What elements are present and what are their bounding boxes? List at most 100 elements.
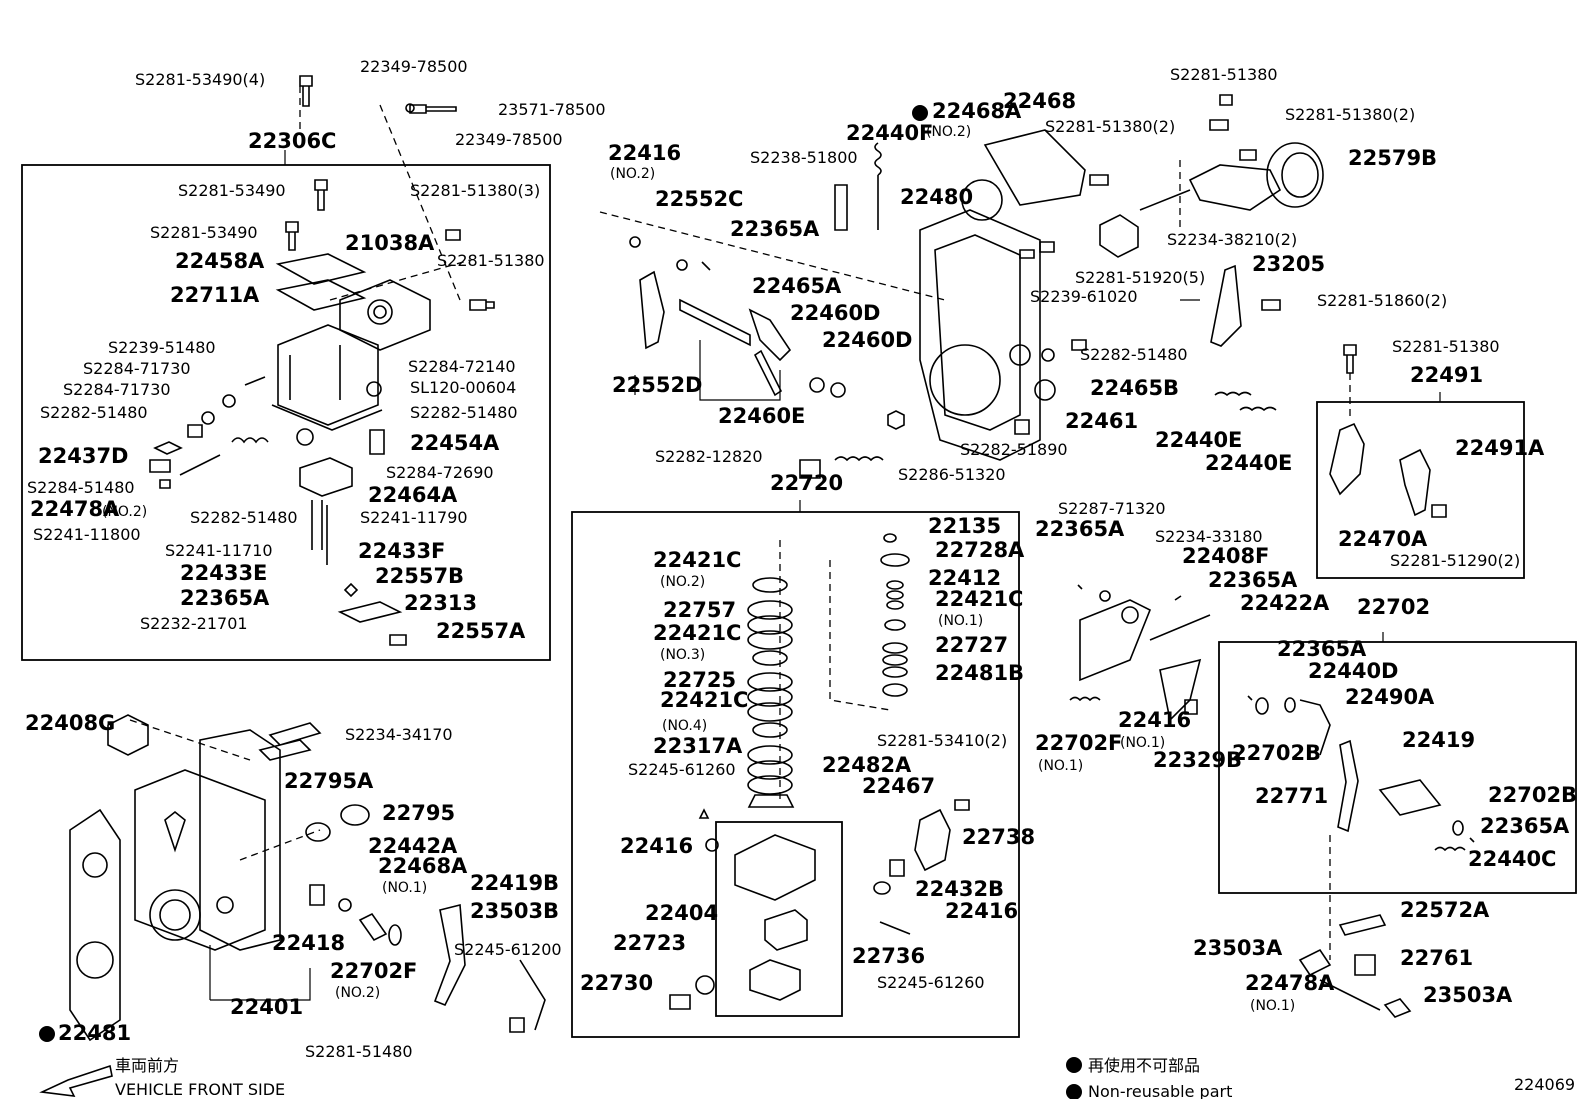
label-l33: 22365A xyxy=(180,586,270,610)
leader-lines xyxy=(209,150,1441,1001)
label-c29: S2245-61260 xyxy=(877,973,985,992)
label-g15: 22419 xyxy=(1402,728,1475,752)
label-l27: S2241-11790 xyxy=(360,508,468,527)
vehicle-front-en: VEHICLE FRONT SIDE xyxy=(115,1080,285,1099)
label-m4: S2238-51800 xyxy=(750,148,858,167)
label-c15: 22421C xyxy=(660,688,748,712)
label-c27: 22736 xyxy=(852,944,925,968)
label-l35: S2232-21701 xyxy=(140,614,248,633)
label-b12: 22401 xyxy=(230,995,303,1019)
label-c8: 22412 xyxy=(928,566,1001,590)
label-c20: 22467 xyxy=(862,774,935,798)
label-c7: 22728A xyxy=(935,538,1025,562)
vehicle-front-arrow-icon xyxy=(39,1064,113,1097)
label-r16: 22440E xyxy=(1205,451,1292,475)
diagram-code: 224069 xyxy=(1514,1075,1575,1094)
label-c28: 22730 xyxy=(580,971,653,995)
governor-parts xyxy=(669,533,970,1010)
label-g22: 22761 xyxy=(1400,946,1473,970)
label-g23: 22478A xyxy=(1245,971,1335,995)
label-l25: 22478A xyxy=(30,497,120,521)
label-r4: 22579B xyxy=(1348,146,1437,170)
group-box-22404 xyxy=(715,821,843,1017)
group-box-22306c xyxy=(21,164,551,661)
label-c15-note: (NO.4) xyxy=(662,718,707,734)
label-b1: 22408G xyxy=(25,711,115,735)
label-b6: 22468A xyxy=(378,854,468,878)
label-l4: 22349-78500 xyxy=(455,130,563,149)
label-g11: 22702F xyxy=(1035,731,1122,755)
label-r15: 22440E xyxy=(1155,428,1242,452)
group-box-22720 xyxy=(571,511,1020,1038)
label-c23: 22432B xyxy=(915,877,1004,901)
label-r2: S2281-51380(2) xyxy=(1285,105,1415,124)
label-r11: S2281-51380 xyxy=(1392,337,1500,356)
label-m7: 22468 xyxy=(1003,89,1076,113)
label-g3: S2234-33180 xyxy=(1155,527,1263,546)
label-l5: 22306C xyxy=(248,129,336,153)
label-g13: 22329B xyxy=(1153,748,1242,772)
label-c17: S2281-53410(2) xyxy=(877,731,1007,750)
legend-jp: 再使用不可部品 xyxy=(1088,1056,1200,1075)
label-g6: 22422A xyxy=(1240,591,1330,615)
label-b5: 22442A xyxy=(368,834,458,858)
label-l28: S2241-11800 xyxy=(33,525,141,544)
label-b2: S2234-34170 xyxy=(345,725,453,744)
label-r7: S2239-61020 xyxy=(1030,287,1138,306)
label-l13: S2239-51480 xyxy=(108,338,216,357)
label-c3: S2282-51890 xyxy=(960,440,1068,459)
label-g24: 23503A xyxy=(1423,983,1513,1007)
label-g12-note: (NO.1) xyxy=(1120,735,1165,751)
label-r9: S2281-51860(2) xyxy=(1317,291,1447,310)
label-l11: S2281-51380 xyxy=(437,251,545,270)
label-c9: 22757 xyxy=(663,598,736,622)
label-c2: S2286-51320 xyxy=(898,465,1006,484)
label-l22: S2284-72690 xyxy=(386,463,494,482)
label-c10: 22421C xyxy=(935,587,1023,611)
label-c10-note: (NO.1) xyxy=(938,613,983,629)
label-b10-note: (NO.2) xyxy=(335,985,380,1001)
label-g12: 22416 xyxy=(1118,708,1191,732)
label-l36: 22557A xyxy=(436,619,526,643)
label-l12: 22711A xyxy=(170,283,260,307)
label-b9: 23503B xyxy=(470,899,559,923)
label-m12: 22552D xyxy=(612,373,703,397)
label-m6-note: (NO.2) xyxy=(926,124,971,140)
label-g11-note: (NO.1) xyxy=(1038,758,1083,774)
label-m3: 22365A xyxy=(730,217,820,241)
housing-parts xyxy=(69,714,546,1042)
label-c14: 22481B xyxy=(935,661,1024,685)
label-g23-note: (NO.1) xyxy=(1250,998,1295,1014)
label-b7: 22419B xyxy=(470,871,559,895)
upper-left-parts xyxy=(149,75,495,646)
label-g18: 22365A xyxy=(1480,814,1570,838)
label-r10: S2282-51480 xyxy=(1080,345,1188,364)
label-c24: 22404 xyxy=(645,901,718,925)
vehicle-front-jp: 車両前方 xyxy=(115,1056,179,1075)
label-l18: S2282-51480 xyxy=(40,403,148,422)
group-box-22491 xyxy=(1316,401,1525,579)
label-g17: 22702B xyxy=(1488,783,1577,807)
label-l29: S2241-11710 xyxy=(165,541,273,560)
label-b13: 22481 xyxy=(58,1021,131,1045)
label-l31: 22433E xyxy=(180,561,267,585)
label-l20: 22437D xyxy=(38,444,129,468)
label-r17: 22491A xyxy=(1455,436,1545,460)
legend-marker-en xyxy=(1066,1084,1082,1099)
label-g14: 22702B xyxy=(1232,741,1321,765)
label-c12: 22727 xyxy=(935,633,1008,657)
label-l16: S2284-71730 xyxy=(63,380,171,399)
label-c13: 22725 xyxy=(663,668,736,692)
label-b6-note: (NO.1) xyxy=(382,880,427,896)
label-g1: S2287-71320 xyxy=(1058,499,1166,518)
pump-housing-parts xyxy=(599,129,1087,479)
label-r8: 23205 xyxy=(1252,252,1325,276)
label-b3: 22795A xyxy=(284,769,374,793)
label-l14: S2284-71730 xyxy=(83,359,191,378)
label-c6: 22421C xyxy=(653,548,741,572)
lever-group-parts xyxy=(1247,695,1475,1018)
label-l1: S2281-53490(4) xyxy=(135,70,265,89)
label-r3: S2281-51380(2) xyxy=(1045,117,1175,136)
